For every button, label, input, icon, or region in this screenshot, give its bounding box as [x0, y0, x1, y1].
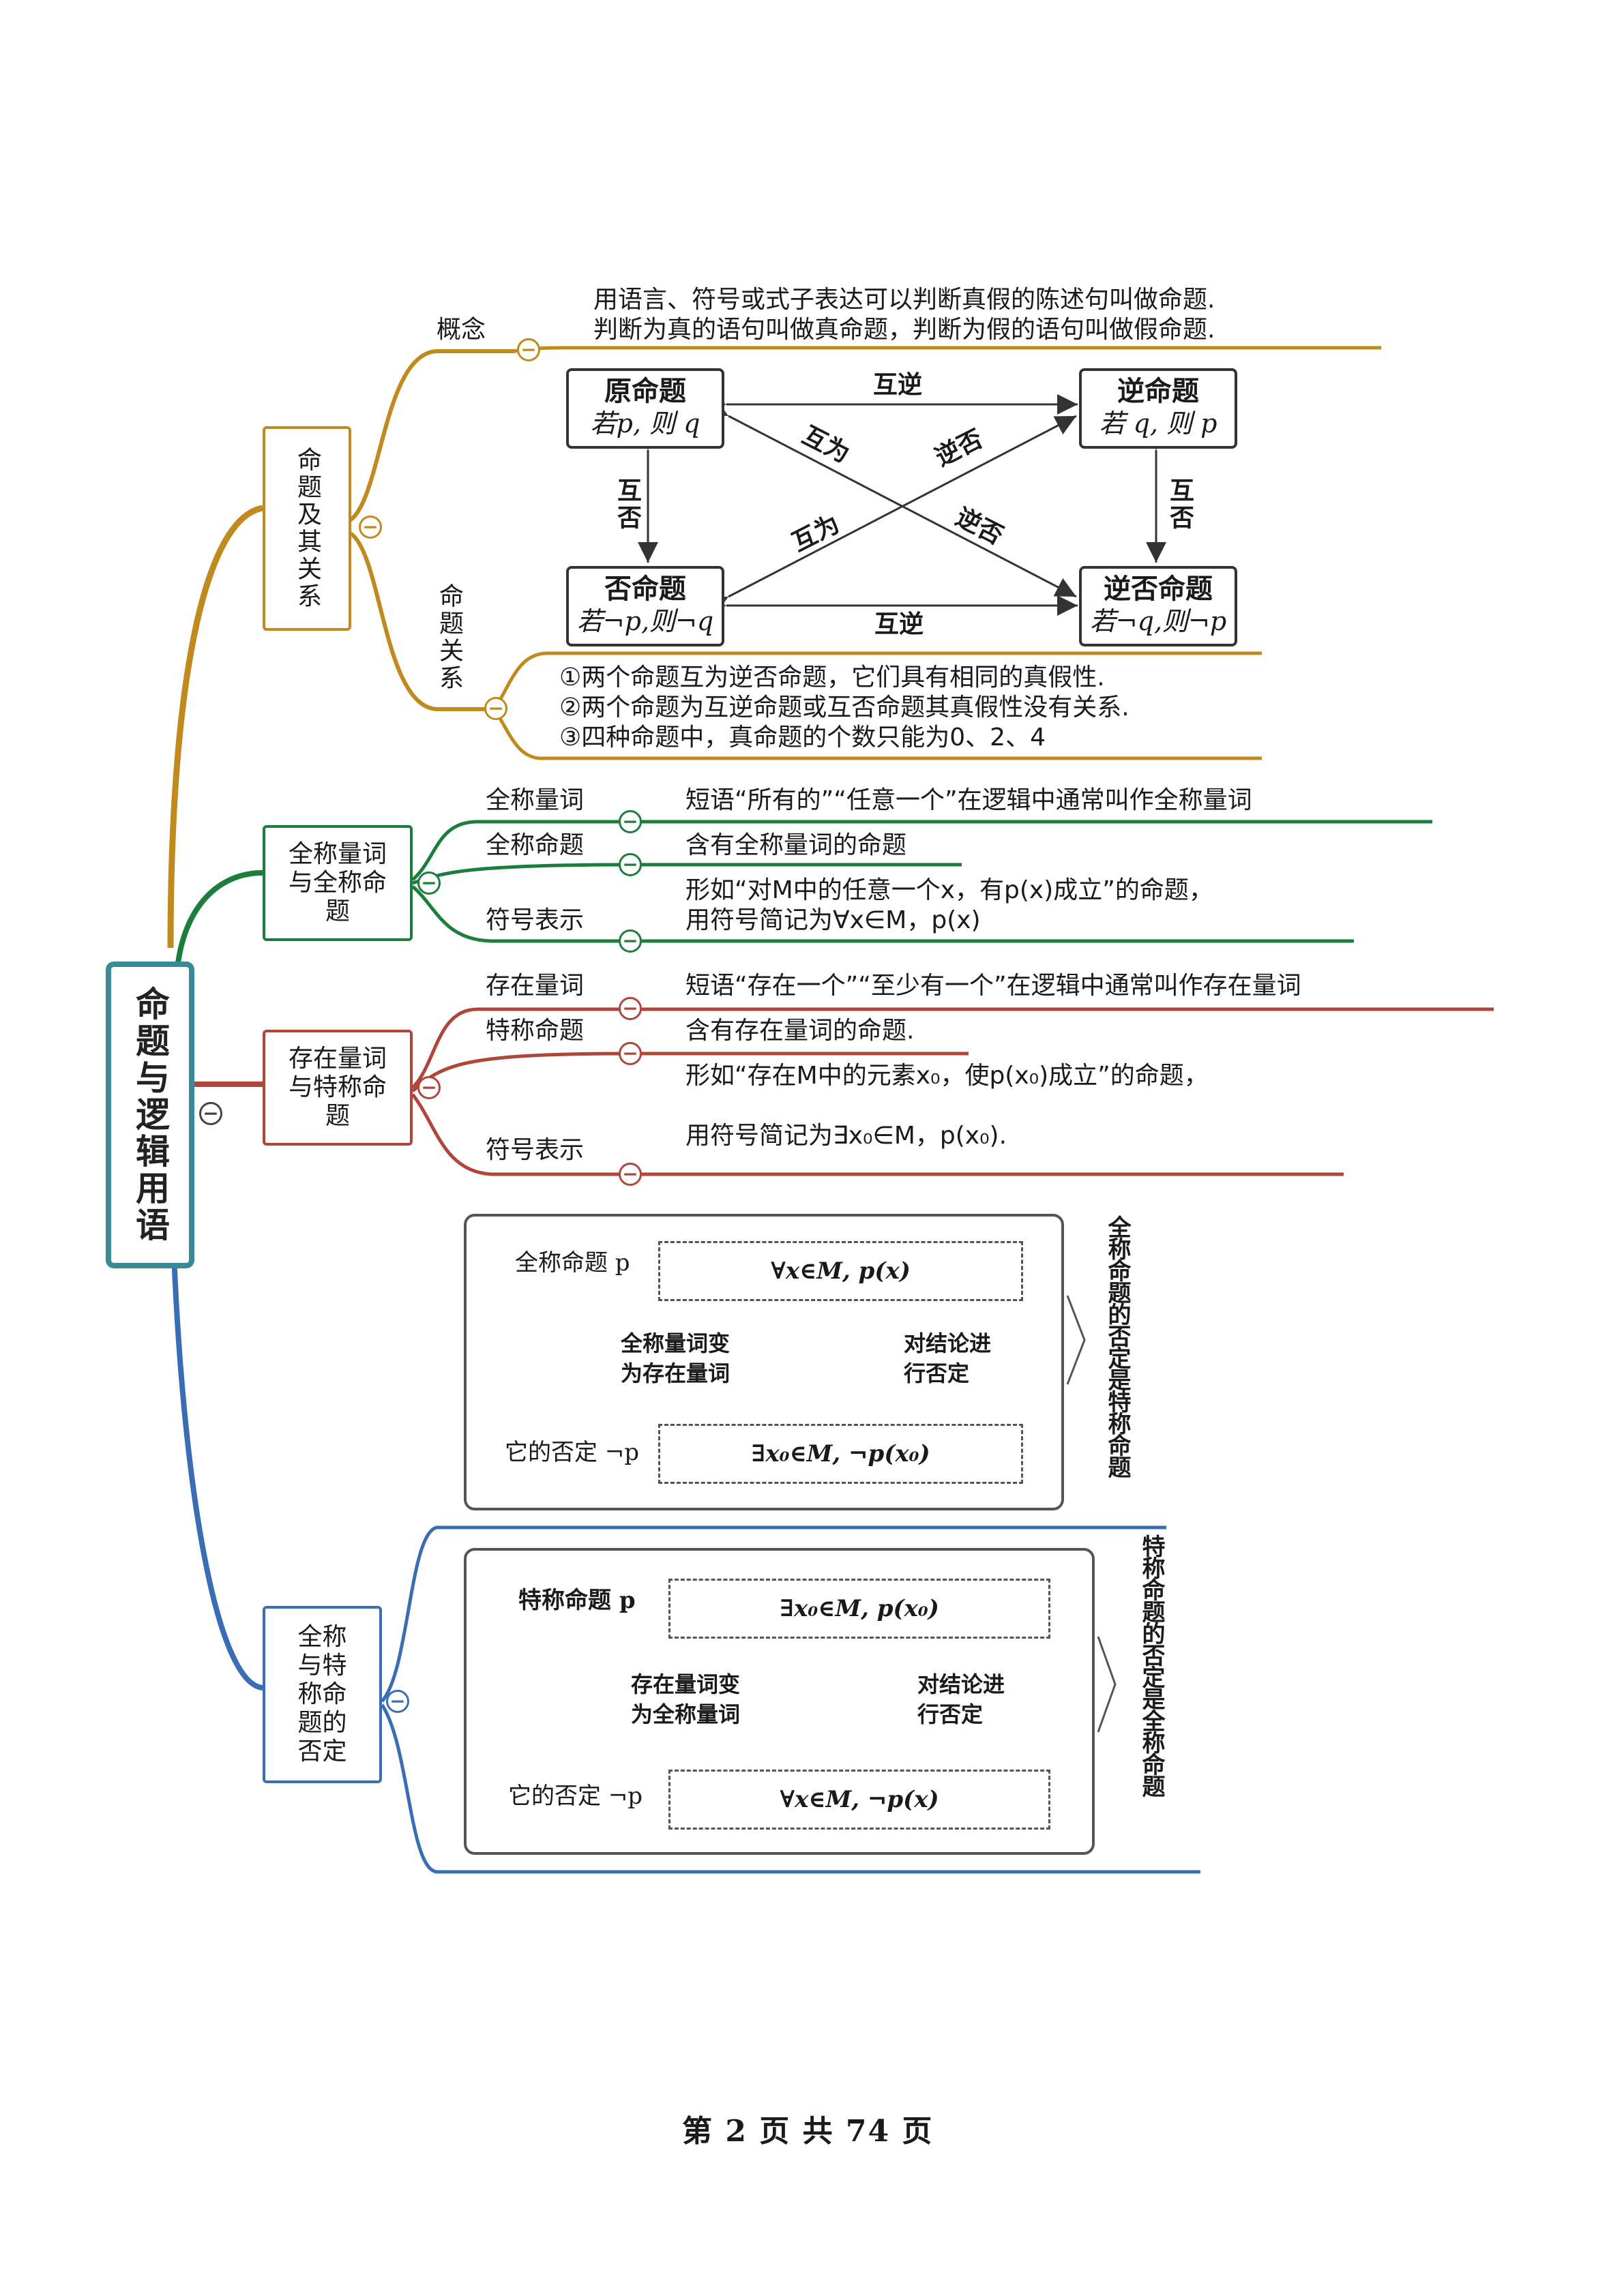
original-proposition-title: 原命题: [604, 375, 686, 407]
minus-circle-icon[interactable]: −: [386, 1690, 409, 1713]
minus-circle-icon[interactable]: −: [619, 929, 642, 953]
minus-circle-icon[interactable]: −: [619, 810, 642, 833]
inverse-proposition-title: 否命题: [604, 573, 686, 605]
minus-circle-icon[interactable]: −: [619, 1163, 642, 1186]
page-footer: 第 2 页 共 74 页: [682, 2114, 934, 2149]
universal-symbol-line-1: 形如“对M中的任意一个x，有p(x)成立”的命题，: [685, 876, 1213, 904]
existential-negation-neg-formula: ∀x∈M, ¬p(x): [668, 1770, 1050, 1830]
universal-negation-step2-line-1: 对结论进: [904, 1330, 992, 1356]
converse-proposition-title: 逆命题: [1117, 375, 1199, 407]
existential-negation-step1-line-2: 为全称量词: [631, 1701, 741, 1727]
minus-circle-icon[interactable]: −: [417, 871, 441, 895]
universal-negation-prop-formula: ∀x∈M, p(x): [658, 1241, 1023, 1301]
existential-symbol-line-2: 用符号简记为∃x₀∈M，p(x₀).: [685, 1122, 1007, 1150]
existential-negation-neg-label: 它的否定 ¬p: [508, 1783, 643, 1810]
minus-circle-icon[interactable]: −: [484, 697, 507, 720]
branch-propositions-label: 命题及其关系: [293, 447, 321, 610]
universal-negation-side-note: 全称命题的否定是特称命题: [1104, 1215, 1131, 1477]
contrapositive-proposition-box: 逆否命题 若¬q,则¬p: [1079, 566, 1237, 646]
universal-negation-neg-label: 它的否定 ¬p: [505, 1439, 640, 1466]
branch-existential[interactable]: 存在量词与特称命题: [263, 1030, 413, 1146]
universal-negation-step2-line-2: 行否定: [904, 1360, 970, 1386]
existential-negation-prop-formula: ∃x₀∈M, p(x₀): [668, 1579, 1050, 1639]
concept-definition-line-1: 用语言、符号或式子表达可以判断真假的陈述句叫做命题.: [593, 286, 1215, 314]
minus-circle-icon[interactable]: −: [619, 853, 642, 876]
contrapositive-proposition-formula: 若¬q,则¬p: [1089, 606, 1227, 636]
converse-proposition-box: 逆命题 若 q, 则 p: [1079, 368, 1237, 449]
existential-quantifier-label: 存在量词: [486, 972, 585, 1000]
existential-negation-side-note: 特称命题的否定是全称命题: [1138, 1534, 1165, 1796]
branch-negation[interactable]: 全称与特称命题的否定: [263, 1606, 382, 1783]
contrapositive-proposition-title: 逆否命题: [1104, 573, 1213, 605]
concept-label: 概念: [437, 316, 486, 344]
universal-negation-step1-line-2: 为存在量词: [621, 1360, 730, 1386]
universal-proposition-text: 含有全称量词的命题: [685, 831, 907, 859]
minus-circle-icon[interactable]: −: [517, 338, 540, 361]
universal-negation-neg-formula: ∃x₀∈M, ¬p(x₀): [658, 1424, 1023, 1484]
root-label: 命题与逻辑用语: [130, 986, 170, 1244]
minus-circle-icon[interactable]: −: [417, 1076, 441, 1099]
universal-negation-step1-line-1: 全称量词变: [621, 1330, 730, 1356]
converse-proposition-formula: 若 q, 则 p: [1099, 408, 1217, 438]
concept-definition-line-2: 判断为真的语句叫做真命题，判断为假的语句叫做假命题.: [593, 316, 1215, 344]
existential-symbol-line-1: 形如“存在M中的元素x₀，使p(x₀)成立”的命题，: [685, 1062, 1209, 1090]
square-top-label: 互逆: [873, 370, 923, 399]
inverse-proposition-box: 否命题 若¬p,则¬q: [566, 566, 724, 646]
branch-universal-label: 全称量词与全称命题: [288, 840, 387, 925]
minus-circle-icon[interactable]: −: [619, 997, 642, 1020]
existential-proposition-label: 特称命题: [486, 1017, 585, 1045]
original-proposition-box: 原命题 若p, 则 q: [566, 368, 724, 449]
minus-circle-icon[interactable]: −: [619, 1042, 642, 1065]
universal-symbol-label: 符号表示: [486, 906, 585, 934]
existential-symbol-label: 符号表示: [486, 1136, 585, 1164]
universal-proposition-label: 全称命题: [486, 831, 585, 859]
square-left-label: 互否: [613, 477, 642, 532]
existential-negation-step1-line-1: 存在量词变: [631, 1671, 741, 1697]
square-bottom-label: 互逆: [874, 610, 924, 638]
branch-existential-label: 存在量词与特称命题: [288, 1045, 387, 1130]
universal-negation-prop-label: 全称命题 p: [515, 1249, 630, 1277]
branch-propositions[interactable]: 命题及其关系: [263, 426, 351, 631]
existential-negation-prop-label: 特称命题 p: [518, 1587, 636, 1614]
relation-label: 命题关系: [435, 583, 463, 692]
universal-negation-panel: [464, 1214, 1064, 1510]
existential-negation-panel: [464, 1548, 1095, 1855]
relation-line-3: ③四种命题中，真命题的个数只能为0、2、4: [559, 724, 1046, 751]
branch-negation-label: 全称与特称命题的否定: [297, 1623, 347, 1765]
existential-negation-step2-line-2: 行否定: [917, 1701, 984, 1727]
relation-line-2: ②两个命题为互逆命题或互否命题其真假性没有关系.: [559, 694, 1130, 721]
inverse-proposition-formula: 若¬p,则¬q: [576, 606, 714, 636]
root-node[interactable]: 命题与逻辑用语: [106, 961, 194, 1268]
branch-universal[interactable]: 全称量词与全称命题: [263, 825, 413, 941]
existential-negation-step2-line-1: 对结论进: [917, 1671, 1005, 1697]
original-proposition-formula: 若p, 则 q: [590, 408, 700, 438]
universal-symbol-line-2: 用符号简记为∀x∈M，p(x): [685, 906, 981, 934]
universal-quantifier-text: 短语“所有的”“任意一个”在逻辑中通常叫作全称量词: [685, 786, 1252, 814]
minus-circle-icon[interactable]: −: [359, 516, 382, 539]
existential-quantifier-text: 短语“存在一个”“至少有一个”在逻辑中通常叫作存在量词: [685, 972, 1301, 1000]
universal-quantifier-label: 全称量词: [486, 786, 585, 814]
relation-line-1: ①两个命题互为逆否命题，它们具有相同的真假性.: [559, 664, 1105, 691]
existential-proposition-text: 含有存在量词的命题.: [685, 1017, 915, 1045]
square-right-label: 互否: [1166, 477, 1194, 532]
minus-circle-icon[interactable]: −: [199, 1102, 222, 1125]
